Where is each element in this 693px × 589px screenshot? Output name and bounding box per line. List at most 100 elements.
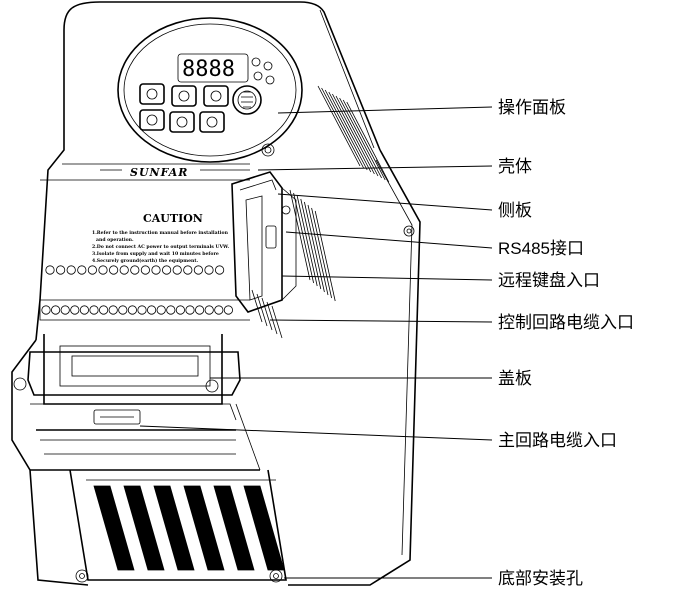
terminal-screw-icon	[50, 305, 61, 315]
heatsink	[69, 469, 287, 581]
terminal-screw-icon	[60, 305, 70, 315]
terminal-screw-icon	[214, 305, 224, 315]
terminal-screw-icon	[119, 265, 129, 275]
terminal-screw-icon	[87, 265, 98, 275]
screw-hole-icon	[261, 143, 275, 157]
terminal-screw-icon	[223, 305, 233, 315]
terminal-screw-icon	[156, 305, 166, 315]
terminal-screw-icon	[41, 305, 51, 315]
vent-fin	[289, 189, 311, 281]
vent-fin	[321, 87, 364, 169]
terminal-screw-icon	[140, 265, 150, 275]
led-display: 8888	[182, 57, 235, 82]
caution-title: CAUTION	[143, 212, 203, 225]
terminal-screw-icon	[66, 265, 76, 275]
vent-fin	[342, 99, 386, 181]
vent-fin	[293, 192, 314, 284]
terminal-screw-icon	[195, 305, 205, 315]
terminal-screw-icon	[183, 265, 193, 275]
terminal-screw-icon	[204, 305, 214, 315]
label-remote-keypad-port: 远程键盘入口	[498, 271, 600, 291]
vent-fin	[296, 195, 318, 287]
label-rs485-port: RS485接口	[498, 239, 584, 258]
vent-fin	[266, 301, 278, 335]
vent-fin	[304, 201, 325, 293]
terminal-screw-icon	[151, 265, 161, 275]
housing	[11, 1, 381, 586]
terminal-screw-icon	[127, 305, 137, 315]
heatsink-fin	[93, 485, 135, 571]
vent-fin	[307, 204, 329, 296]
terminal-screw-icon	[137, 305, 147, 315]
terminal-screw-icon	[166, 305, 176, 315]
terminal-screw-icon	[147, 305, 157, 315]
label-side-plate: 侧板	[498, 201, 532, 221]
caution-line-3: 2.Do not connect AC power to output term…	[92, 244, 229, 250]
caution-label: CAUTION 1.Refer to the instruction manua…	[92, 212, 229, 264]
cover-plate	[13, 334, 241, 405]
terminal-screw-icon	[70, 305, 80, 315]
heatsink-fin	[183, 485, 225, 571]
terminal-screw-icon	[99, 305, 109, 315]
terminal-screw-icon	[193, 265, 203, 275]
vent-fin	[300, 198, 322, 290]
caution-line-2: and operation.	[96, 237, 134, 243]
brand-text: SUNFAR	[130, 166, 188, 179]
terminal-screw-icon	[130, 265, 140, 275]
terminal-screw-icon	[215, 265, 225, 275]
terminal-screw-icon	[45, 265, 55, 275]
leader-line-side-plate	[277, 193, 493, 211]
terminal-screw-icon	[79, 305, 90, 315]
caution-line-4: 3.Isolate from supply and wait 10 minute…	[92, 251, 219, 257]
leader-line-panel	[277, 106, 493, 114]
label-shell: 壳体	[498, 157, 532, 177]
terminal-screw-icon	[89, 305, 99, 315]
leader-lines	[139, 106, 493, 579]
callout-labels: 操作面板 壳体 侧板 RS485接口 远程键盘入口 控制回路电缆入口 盖板 主回…	[498, 98, 634, 589]
label-operation-panel: 操作面板	[498, 98, 566, 118]
terminal-screw-icon	[98, 265, 108, 275]
terminal-screw-icon	[108, 305, 118, 315]
vent-fin	[314, 210, 336, 302]
terminal-screw-icon	[118, 305, 128, 315]
terminal-screw-icon	[185, 305, 195, 315]
label-cover-plate: 盖板	[498, 369, 532, 389]
heatsink-fin	[243, 485, 285, 571]
vent-fin	[335, 95, 379, 177]
caution-line-1: 1.Refer to the instruction manual before…	[92, 230, 229, 236]
mounting-plate	[288, 149, 421, 586]
label-control-cable-entry: 控制回路电缆入口	[498, 313, 634, 333]
vent-fin	[256, 293, 268, 327]
heatsink-fin	[123, 485, 165, 571]
leader-line-shell	[257, 165, 493, 171]
terminal-screw-icon	[204, 265, 214, 275]
terminal-row-upper	[45, 265, 225, 275]
lower-housing	[30, 403, 261, 471]
terminal-screw-icon	[172, 265, 182, 275]
terminal-screw-icon	[109, 265, 119, 275]
heatsink-fin	[153, 485, 195, 571]
vent-fin	[346, 101, 390, 183]
leader-line-remote-keypad	[281, 275, 493, 281]
vent-fin	[332, 93, 375, 175]
leader-line-control-cable	[269, 319, 493, 323]
brand-band: SUNFAR	[100, 166, 250, 179]
label-main-cable-entry: 主回路电缆入口	[498, 431, 617, 451]
vent-fin	[261, 297, 273, 331]
keypad-panel: 8888	[117, 17, 303, 163]
terminal-screw-icon	[55, 265, 66, 275]
leader-line-rs485	[285, 231, 493, 249]
mounting-holes	[75, 569, 283, 583]
vent-fin	[271, 305, 283, 339]
terminal-screw-icon	[175, 305, 185, 315]
side-vents	[251, 85, 390, 339]
heatsink-fin	[213, 485, 255, 571]
vent-fin	[317, 85, 361, 167]
terminal-screw-icon	[77, 265, 87, 275]
label-bottom-mount-holes: 底部安装孔	[498, 569, 583, 589]
leader-line-main-cable	[139, 425, 493, 441]
terminal-row-lower	[41, 305, 233, 315]
terminal-block-edge	[39, 300, 250, 321]
vent-fin	[311, 207, 332, 299]
